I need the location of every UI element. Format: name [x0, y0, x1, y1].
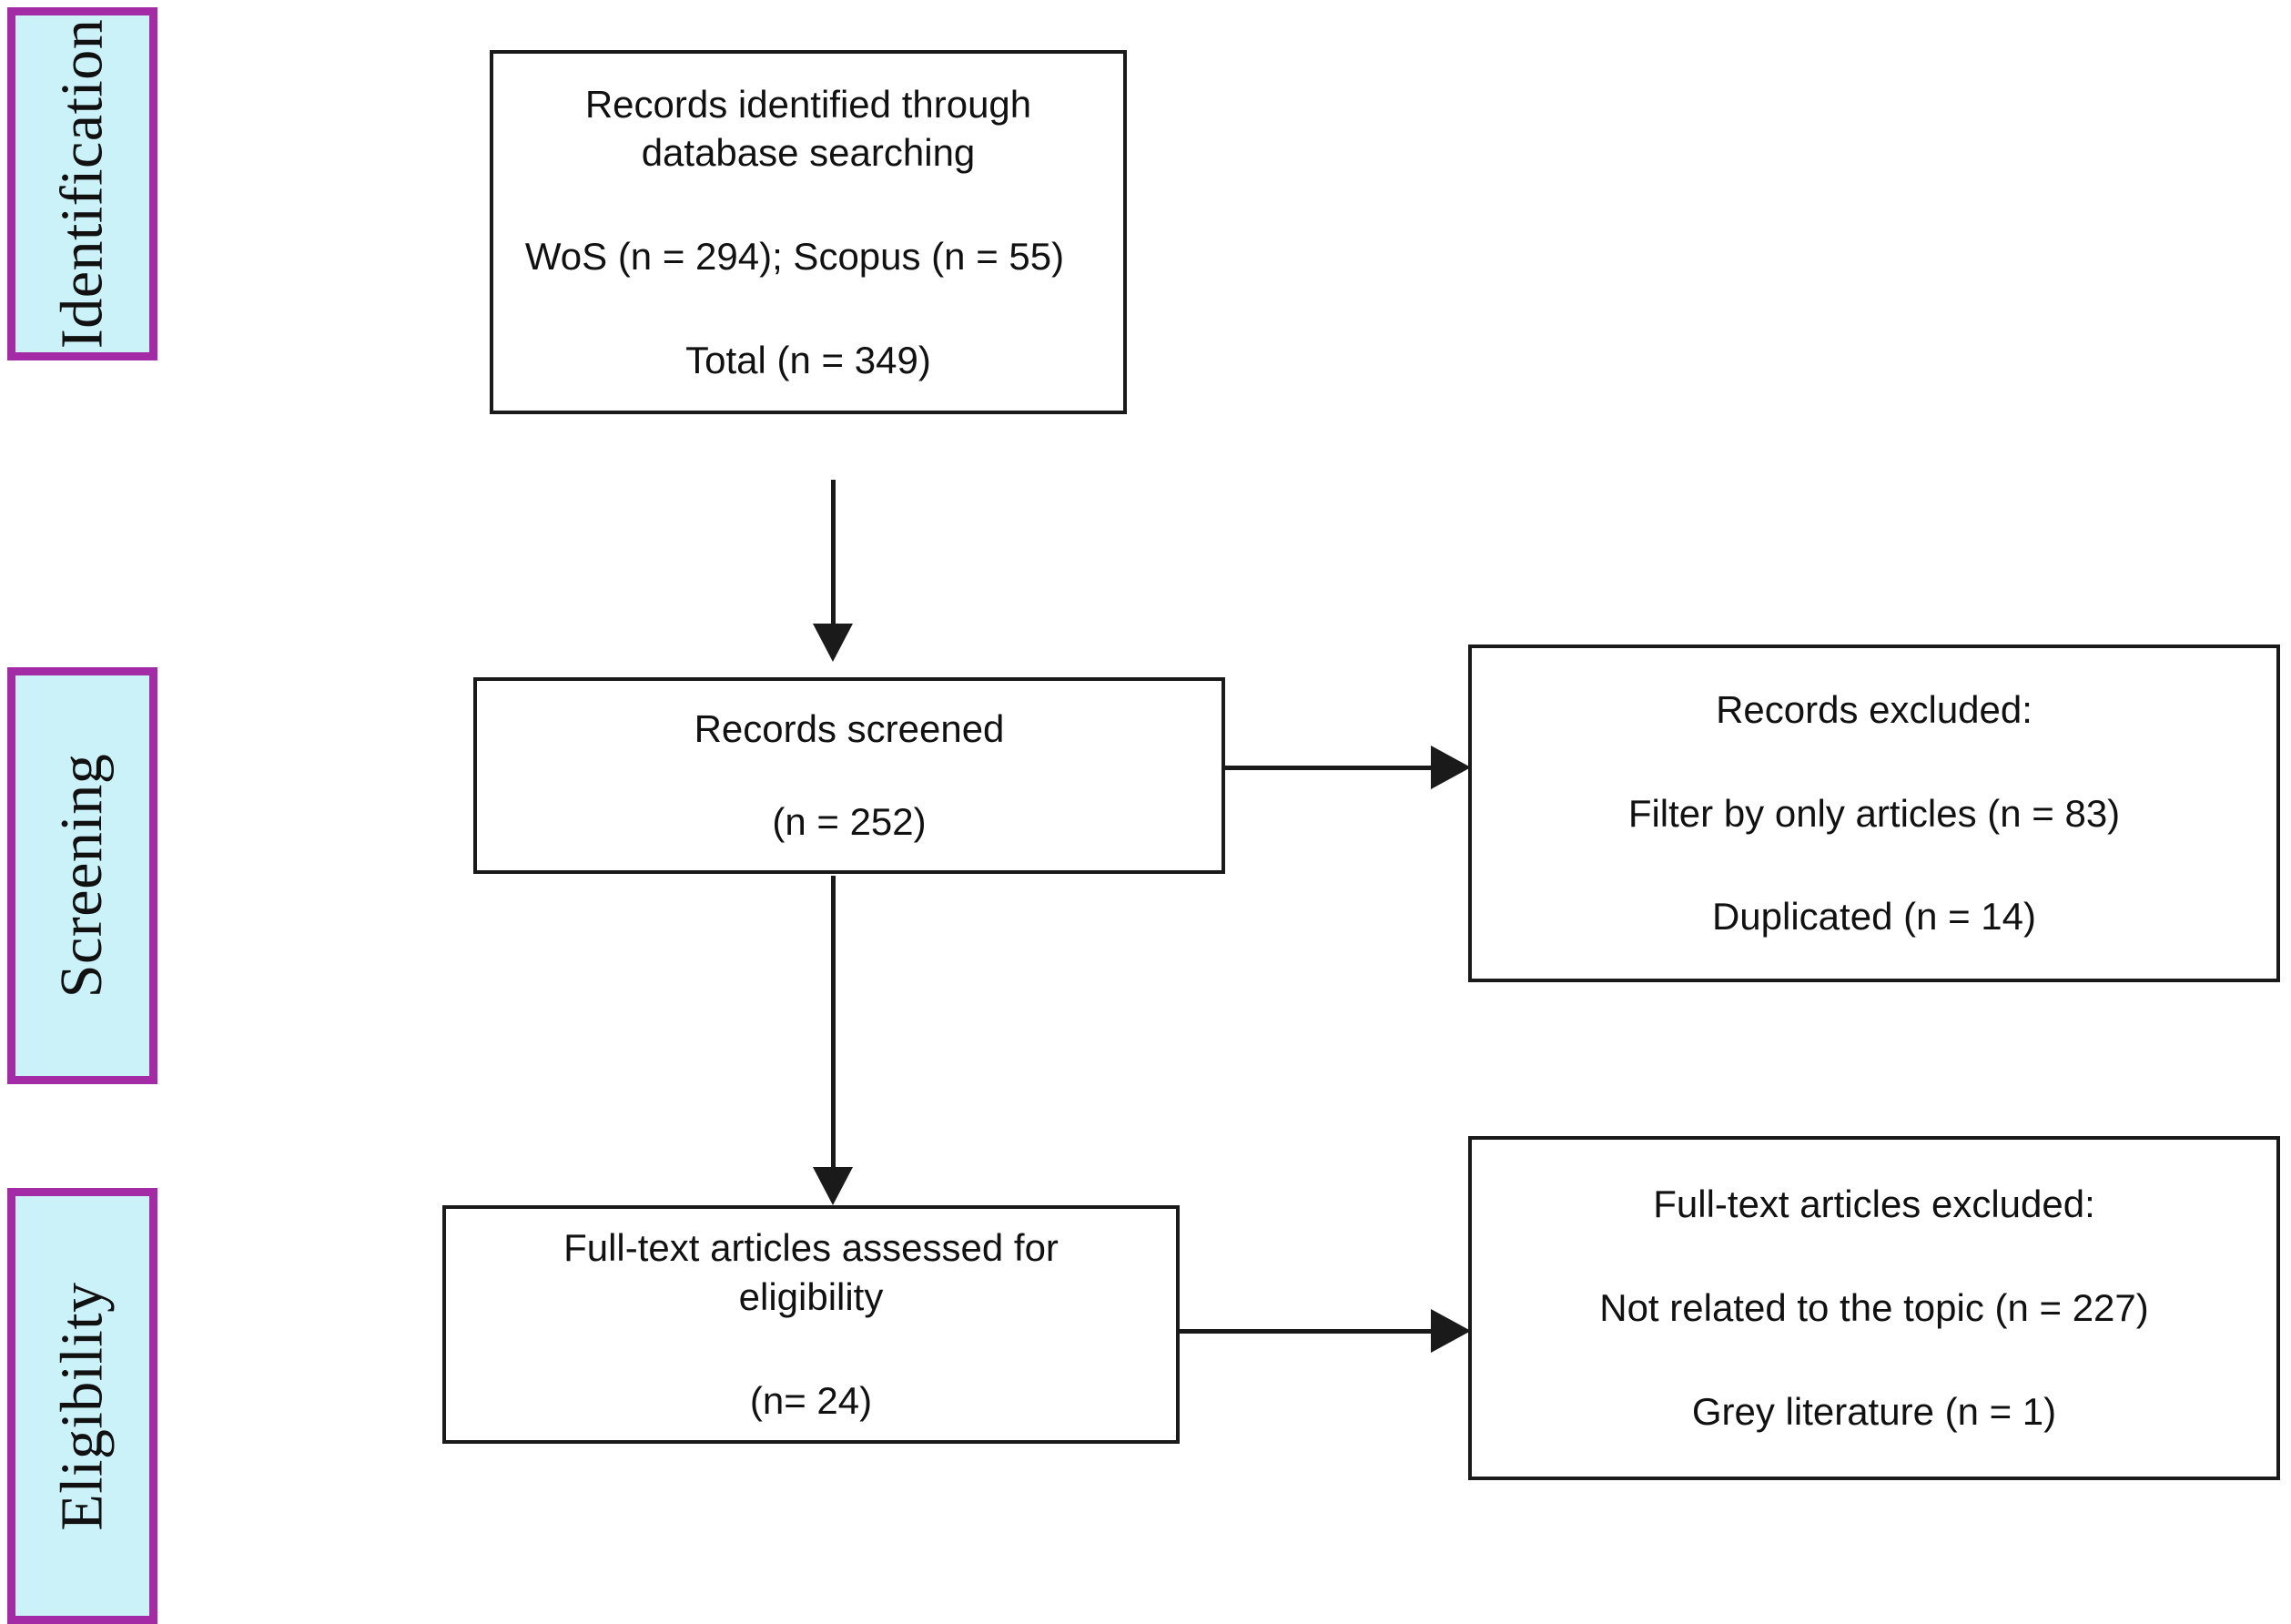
- arrow-shaft: [1225, 766, 1436, 770]
- arrow-head-right-icon: [1431, 1309, 1471, 1353]
- fulltext-excluded-line-3: Grey literature (n = 1): [1691, 1389, 2057, 1433]
- stage-label-screening-text: Screening: [48, 753, 116, 999]
- arrow-head-down-icon: [813, 1167, 853, 1205]
- arrow-shaft: [1180, 1329, 1436, 1334]
- fulltext-assessed-line-3: (n= 24): [749, 1378, 873, 1422]
- stage-label-identification: Identification: [7, 7, 157, 360]
- arrow-shaft: [831, 480, 836, 625]
- fulltext-assessed-line-1: Full-text articles assessed for: [563, 1226, 1059, 1270]
- fulltext-excluded-line-2: Not related to the topic (n = 227): [1599, 1286, 2149, 1330]
- arrow-identified-to-screened: [813, 480, 853, 662]
- stage-label-eligibility: Eligibility: [7, 1188, 157, 1624]
- records-identified-line-3: WoS (n = 294); Scopus (n = 55): [524, 235, 1065, 278]
- fulltext-excluded-line-1: Full-text articles excluded:: [1653, 1182, 2095, 1226]
- arrow-screened-to-fulltext: [813, 876, 853, 1205]
- records-identified-line-2: database searching: [641, 131, 976, 175]
- arrow-screened-to-records-excluded: [1225, 745, 1471, 790]
- stage-label-screening: Screening: [7, 667, 157, 1084]
- records-screened-line-1: Records screened: [694, 707, 1005, 751]
- records-excluded-line-2: Filter by only articles (n = 83): [1627, 791, 2121, 835]
- box-fulltext-articles-excluded: Full-text articles excluded: Not related…: [1468, 1136, 2280, 1480]
- stage-label-eligibility-text: Eligibility: [48, 1281, 116, 1531]
- records-identified-line-1: Records identified through: [584, 82, 1032, 126]
- fulltext-assessed-line-2: eligibility: [738, 1275, 884, 1319]
- box-fulltext-articles-assessed: Full-text articles assessed for eligibil…: [442, 1205, 1180, 1444]
- arrow-fulltext-to-excluded: [1180, 1308, 1471, 1354]
- arrow-shaft: [831, 876, 836, 1169]
- records-screened-line-2: (n = 252): [772, 800, 927, 843]
- stage-label-identification-text: Identification: [48, 18, 116, 350]
- box-records-excluded: Records excluded: Filter by only article…: [1468, 645, 2280, 982]
- arrow-head-down-icon: [813, 624, 853, 662]
- records-excluded-line-3: Duplicated (n = 14): [1711, 895, 2037, 939]
- arrow-head-right-icon: [1431, 746, 1471, 789]
- box-records-screened: Records screened (n = 252): [473, 677, 1225, 874]
- box-records-identified: Records identified through database sear…: [490, 50, 1127, 414]
- records-identified-line-4: Total (n = 349): [685, 338, 931, 381]
- records-excluded-line-1: Records excluded:: [1716, 687, 2033, 731]
